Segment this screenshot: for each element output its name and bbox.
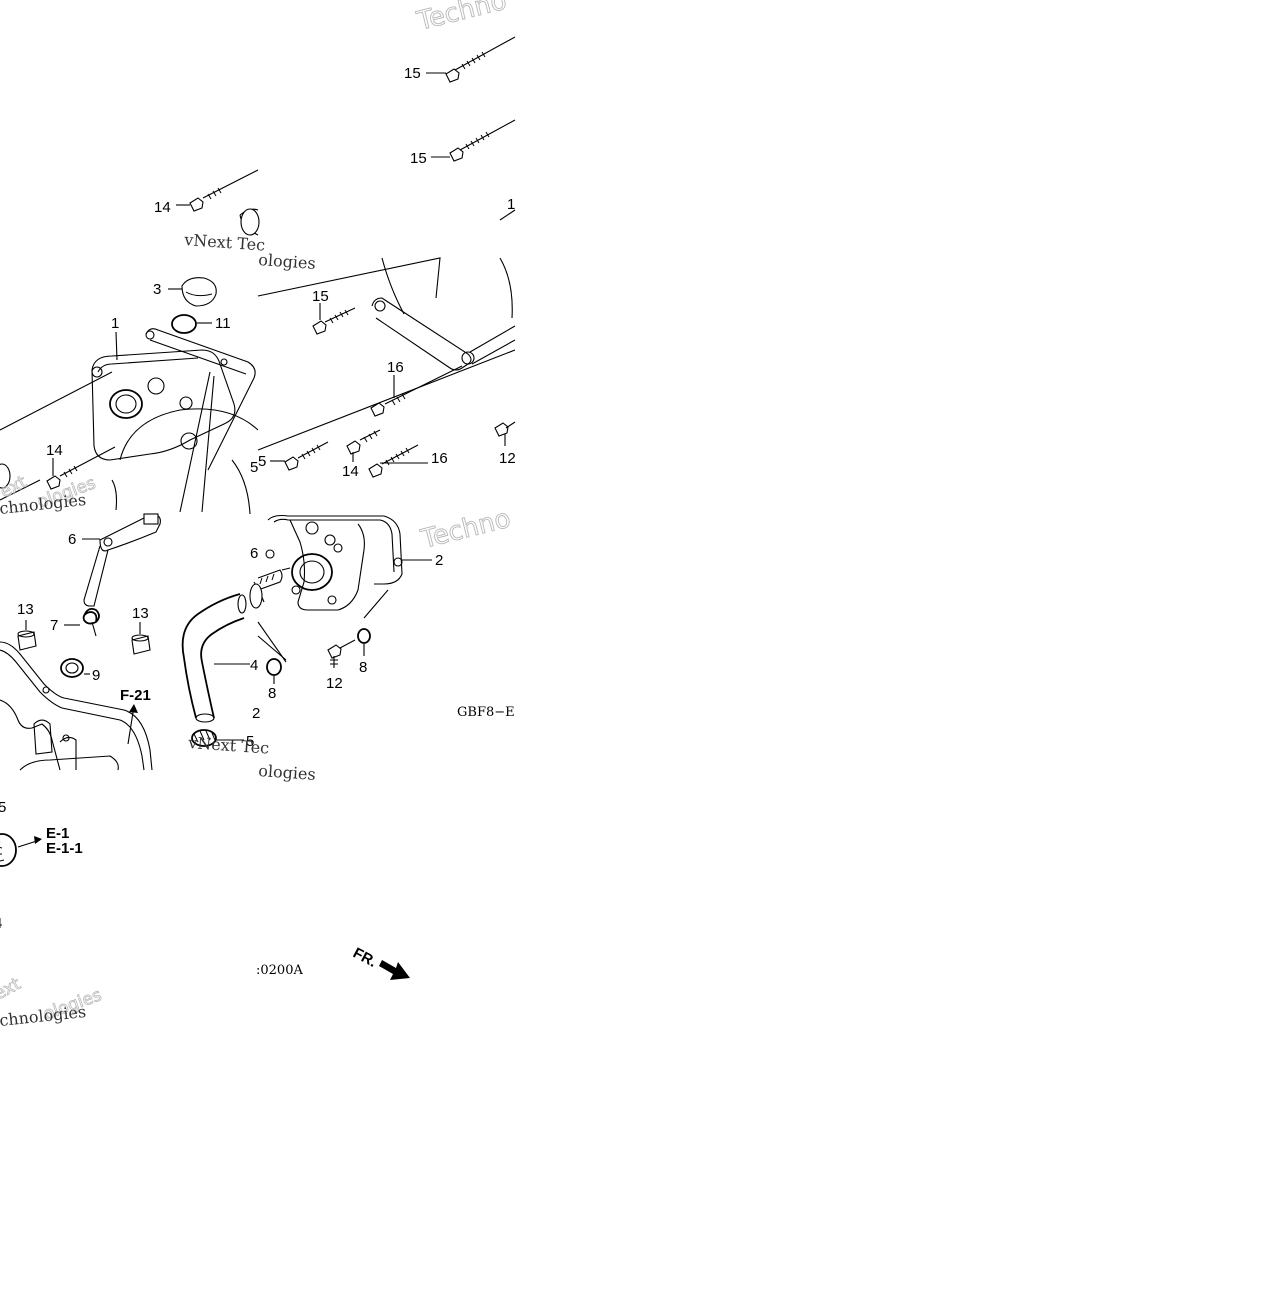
bolt-14-top: 14 — [154, 169, 259, 216]
callout-14-c: 14 — [342, 463, 359, 480]
callout-6: 6 — [68, 531, 76, 548]
front-direction-indicator: FR. — [350, 945, 410, 980]
callout-1: 1 — [111, 315, 119, 332]
watermark-ologies-2: ologies — [258, 250, 317, 273]
bolt-15-upper: 15 — [404, 36, 516, 83]
callout-15-a: 15 — [404, 65, 421, 82]
callout-15-b: 15 — [410, 150, 427, 167]
callout-14-b: 14 — [46, 442, 63, 459]
ref-f21: F-21 — [120, 687, 151, 704]
ref-e11: E-1-1 — [46, 840, 83, 857]
callout-edge-6b: 5 — [0, 799, 6, 816]
oil-filler-cap-3: 3 — [153, 277, 217, 307]
bearing-ring — [0, 833, 42, 867]
washer-8-right: 8 — [357, 628, 371, 676]
callout-16-b: 16 — [431, 450, 448, 467]
water-pump-shaft-5: 6 — [249, 545, 291, 609]
callout-12-b: 12 — [326, 675, 343, 692]
oil-seal-9: 9 — [60, 658, 100, 684]
watermark-ext-2: ext — [0, 974, 24, 1004]
callout-13-b: 13 — [132, 605, 149, 622]
callout-11: 11 — [215, 315, 231, 332]
left-crankcase-cover-1: 1 — [0, 315, 259, 515]
bolt-15-center: 15 — [312, 288, 356, 335]
drawing-code-gbf8: GBF8−E — [457, 705, 515, 720]
tile-cover-left: 14 vNext Tec 3 11 1 — [0, 169, 266, 518]
callout-16-a: 16 — [387, 359, 404, 376]
washer-8-left: 8 — [266, 658, 282, 702]
tile-water-pump-cover: Techno 2 6 — [249, 503, 515, 784]
front-label: FR. — [350, 945, 379, 971]
callout-12-a: 12 — [499, 450, 516, 467]
bolt-5-lower: 5 — [258, 441, 329, 471]
watermark-vnext-2: vNext Tec — [187, 733, 270, 758]
o-ring-11: 11 — [171, 314, 231, 334]
callout-edge-4b: 4 — [0, 915, 2, 932]
callout-edge-5: 5 — [250, 459, 258, 476]
watermark-techno-1: Techno — [413, 0, 509, 37]
ref-e1: E-1 — [46, 825, 69, 842]
right-cover-2: 2 — [265, 514, 443, 611]
callout-edge-2: 2 — [252, 705, 260, 722]
callout-13-a: 13 — [17, 601, 34, 618]
callout-8-b: 8 — [268, 685, 276, 702]
tile-cover-bolts: ologies 15 16 5 — [258, 250, 516, 480]
callout-edge-5b: 5 — [258, 453, 266, 470]
hose-clamp: 5 — [191, 729, 254, 750]
watermark-techno-2: Techno — [417, 504, 513, 555]
tile-top-right: Techno 15 15 1 — [404, 0, 516, 221]
bolt-14-lower: 14 — [46, 442, 116, 490]
watermark-ologies-3: ologies — [258, 761, 317, 784]
dowel-pin-13-left: 13 — [17, 601, 37, 651]
callout-7: 7 — [50, 617, 58, 634]
dowel-pin-13-right: 13 — [131, 605, 151, 655]
callout-9: 9 — [92, 667, 100, 684]
callout-15-c: 15 — [312, 288, 329, 305]
bolt-16-upper: 16 — [370, 359, 463, 417]
callout-5: 5 — [246, 733, 254, 750]
tile-lower-left: 5 E-1 E-1-1 4 ext ologies chnologies — [0, 799, 105, 1030]
bolt-16-lower: 16 — [368, 444, 448, 478]
callout-14-a: 14 — [154, 199, 171, 216]
tile-lever-hose: 6 7 13 13 9 — [0, 513, 270, 771]
drawing-code-0200a: :0200A — [256, 963, 303, 978]
tile-lower-center: :0200A FR. — [256, 945, 410, 980]
shift-arm-6: 6 — [68, 513, 161, 607]
bolt-15-middle: 15 — [410, 119, 516, 167]
watermark-chnologies-2: chnologies — [0, 1002, 87, 1030]
front-arrow-icon — [379, 960, 410, 980]
bolt-14-center: 14 — [342, 429, 381, 480]
bolt-12-right: 12 — [494, 421, 516, 467]
return-spring-7: 7 — [50, 607, 100, 637]
callout-edge-1: 1 — [507, 196, 515, 213]
callout-8-a: 8 — [359, 659, 367, 676]
water-hose-4: 4 — [181, 593, 258, 723]
callout-2: 2 — [435, 552, 443, 569]
bolt-12-lower: 12 — [326, 639, 356, 692]
callout-edge-6: 6 — [250, 545, 258, 562]
callout-edge-4: 4 — [250, 657, 258, 674]
callout-3: 3 — [153, 281, 161, 298]
